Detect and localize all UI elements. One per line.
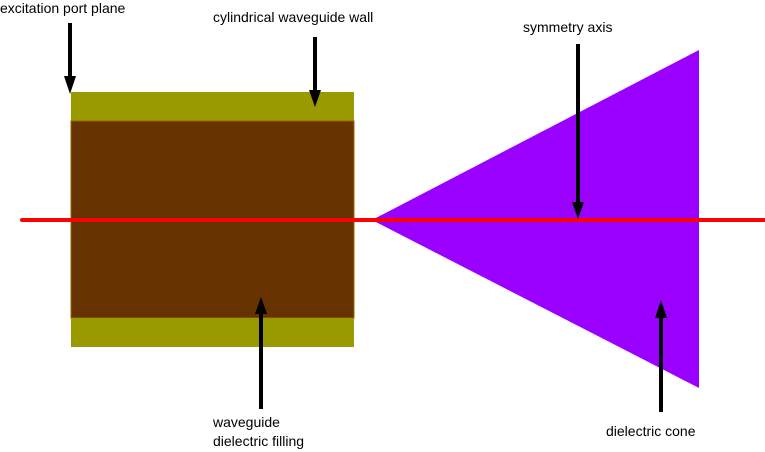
arrow-dielectric-cone xyxy=(655,300,667,412)
arrow-dielectric-filling xyxy=(255,297,267,409)
arrow-excitation-port xyxy=(64,23,76,94)
label-waveguide-wall: cylindrical waveguide wall xyxy=(213,9,374,25)
waveguide-wall-top xyxy=(71,92,354,121)
label-filling-line1: waveguide xyxy=(213,414,280,430)
label-symmetry-axis: symmetry axis xyxy=(523,19,613,35)
arrow-symmetry-axis xyxy=(572,44,584,219)
arrow-waveguide-wall xyxy=(309,37,321,107)
waveguide-wall-bottom xyxy=(71,318,354,347)
label-excitation-port-plane: excitation port plane xyxy=(0,0,126,16)
label-dielectric-cone: dielectric cone xyxy=(606,423,696,439)
label-filling-line2: dielectric filling xyxy=(213,433,305,449)
